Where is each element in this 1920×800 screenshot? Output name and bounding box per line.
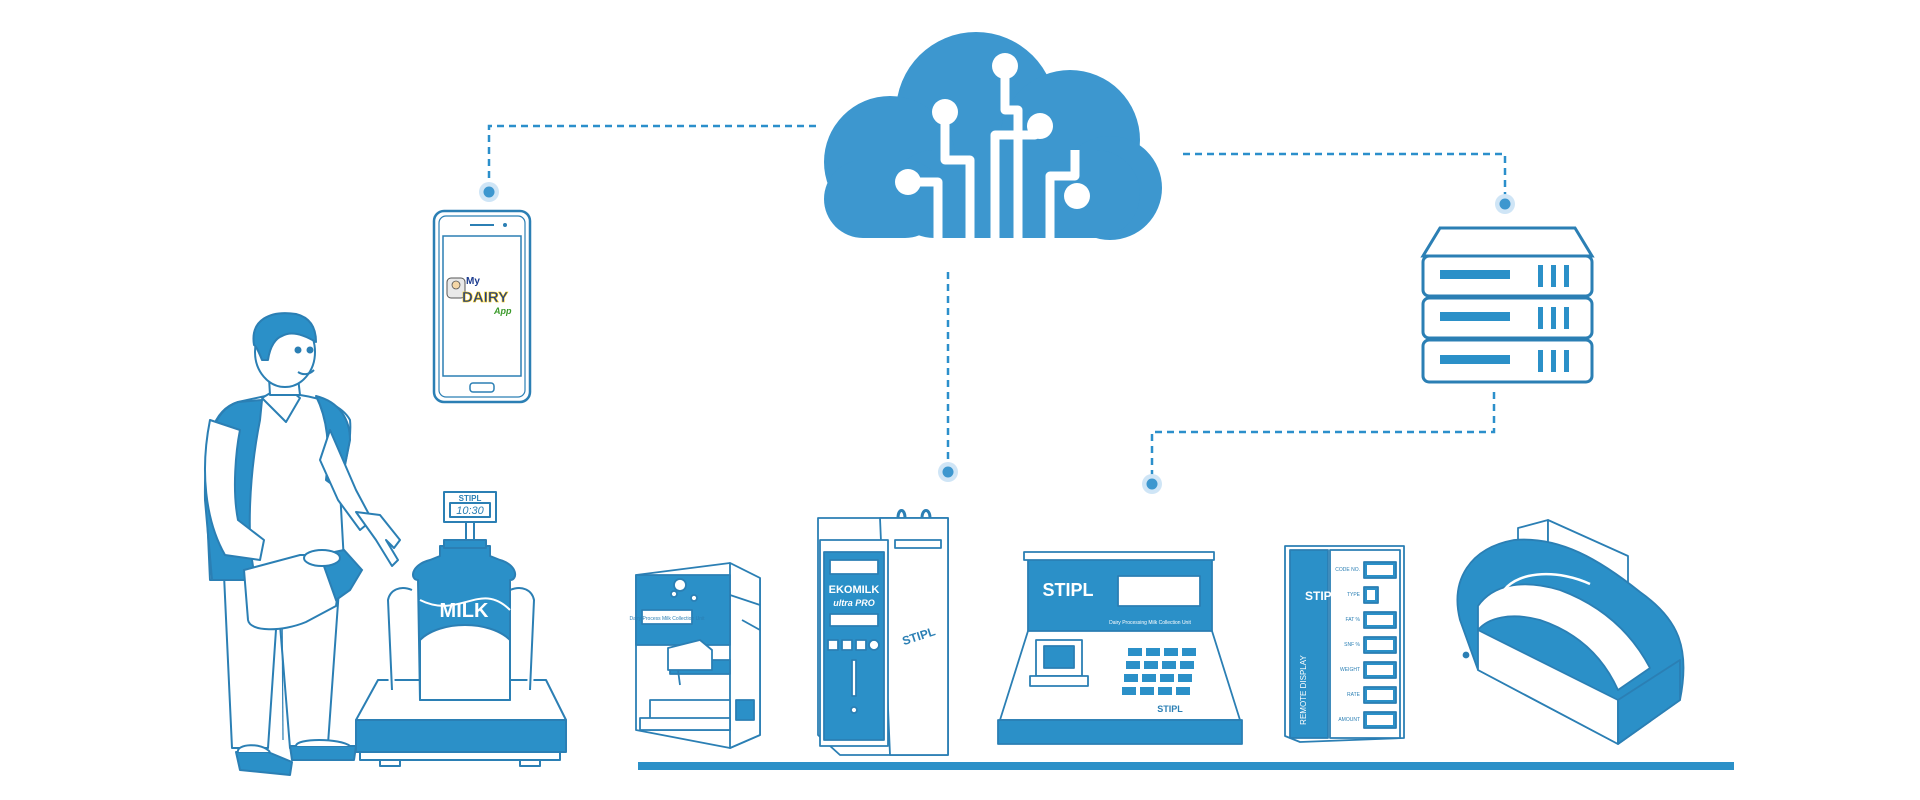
- remote-display-icon: STIPL REMOTE DISPLAY CODE NO. TYPE FAT % SN…: [1284, 545, 1405, 743]
- can-label: MILK: [440, 600, 489, 622]
- logo-line3: App: [493, 306, 512, 316]
- remote-title: REMOTE DISPLAY: [1299, 655, 1308, 725]
- collection-footer-brand: STIPL: [1157, 704, 1183, 714]
- milk-jug: [242, 548, 364, 631]
- device-baseline: [638, 762, 1734, 770]
- remote-field-label: TYPE: [1347, 592, 1361, 598]
- remote-field-value-window: [1367, 640, 1393, 650]
- remote-field-value-window: [1367, 665, 1393, 675]
- remote-field-value-window: [1367, 590, 1375, 600]
- collection-unit-icon: STIPL Dairy Processing Milk Collection U…: [997, 551, 1243, 745]
- smartphone-icon: My DAIRY App: [432, 209, 532, 404]
- ekomilk-model: ultra PRO: [833, 598, 875, 608]
- my-dairy-app-logo: My DAIRY App: [446, 276, 512, 316]
- connector-cloud-server: [1183, 152, 1507, 203]
- remote-field-label: FAT %: [1345, 617, 1360, 623]
- server-stack-icon: [1420, 226, 1595, 384]
- scale-time: 10:30: [456, 505, 484, 517]
- logo-line2: DAIRY: [462, 289, 508, 306]
- remote-field-label: WEIGHT: [1340, 667, 1360, 673]
- remote-display-fields: CODE NO. TYPE FAT % SNF % WEIGHT RATE AMOUNT: [1335, 561, 1397, 729]
- remote-field-label: AMOUNT: [1338, 717, 1360, 723]
- remote-field-label: CODE NO.: [1335, 567, 1360, 573]
- ekomilk-name: EKOMILK: [829, 584, 880, 596]
- remote-field-value-window: [1367, 615, 1393, 625]
- weighing-scale-icon: STIPL 10:30 MILK: [355, 491, 567, 767]
- logo-line1: My: [466, 276, 480, 287]
- connector-nodes: [479, 182, 1515, 494]
- remote-field-label: SNF %: [1344, 642, 1360, 648]
- connector-lines: [487, 124, 1507, 483]
- connector-cloud-phone: [487, 124, 816, 192]
- remote-field-label: RATE: [1347, 692, 1361, 698]
- printer-icon: [1456, 519, 1685, 745]
- milk-analyzer-icon: Dairy Process Milk Collection Unit: [629, 562, 761, 749]
- remote-brand: STIPL: [1305, 589, 1339, 603]
- scale-brand: STIPL: [459, 494, 482, 503]
- analyzer-label: Dairy Process Milk Collection Unit: [629, 616, 705, 622]
- ekomilk-analyzer-icon: EKOMILK ultra PRO STIPL: [817, 509, 949, 756]
- connector-server-collection: [1150, 392, 1496, 483]
- collection-brand: STIPL: [1042, 580, 1093, 600]
- cloud-network-icon: [824, 32, 1162, 240]
- collection-subtitle: Dairy Processing Milk Collection Unit: [1109, 620, 1191, 626]
- remote-field-value-window: [1367, 690, 1393, 700]
- remote-field-value-window: [1367, 565, 1393, 575]
- remote-field-value-window: [1367, 715, 1393, 725]
